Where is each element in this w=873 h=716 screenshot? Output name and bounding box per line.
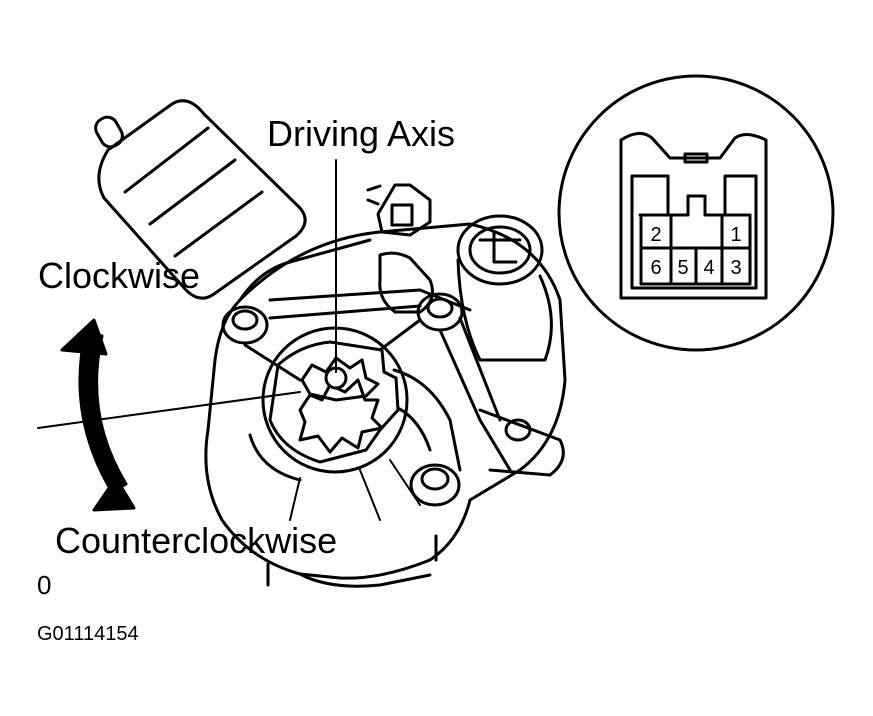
pin-label-4: 4 xyxy=(703,257,714,279)
clockwise-label: Clockwise xyxy=(38,255,201,296)
worm-housing xyxy=(456,214,553,362)
bolt-left xyxy=(221,305,269,345)
top-bracket xyxy=(238,183,432,302)
pin-label-6: 6 xyxy=(650,257,661,279)
output-gear xyxy=(248,326,462,482)
figure-code-label: G01114154 xyxy=(37,623,139,645)
motor-housing xyxy=(94,99,307,300)
zero-mark-label: 0 xyxy=(37,570,52,600)
connector-pin-labels: 2 1 6 5 4 3 xyxy=(650,224,741,279)
connector-detail xyxy=(557,74,835,352)
pin-label-2: 2 xyxy=(650,224,661,246)
driving-axis-label: Driving Axis xyxy=(267,113,456,154)
pin-label-3: 3 xyxy=(730,257,741,279)
brush-holder xyxy=(268,251,472,320)
pin-label-1: 1 xyxy=(730,224,741,246)
bolt-top-right xyxy=(416,292,464,332)
rotation-arrow xyxy=(60,318,136,512)
gearbox-body xyxy=(204,222,567,588)
bolt-bottom xyxy=(409,463,461,507)
gear-leader-line xyxy=(37,391,301,429)
counterclockwise-label: Counterclockwise xyxy=(55,520,338,561)
gear-ribs xyxy=(289,459,421,521)
pin-label-5: 5 xyxy=(677,257,688,279)
